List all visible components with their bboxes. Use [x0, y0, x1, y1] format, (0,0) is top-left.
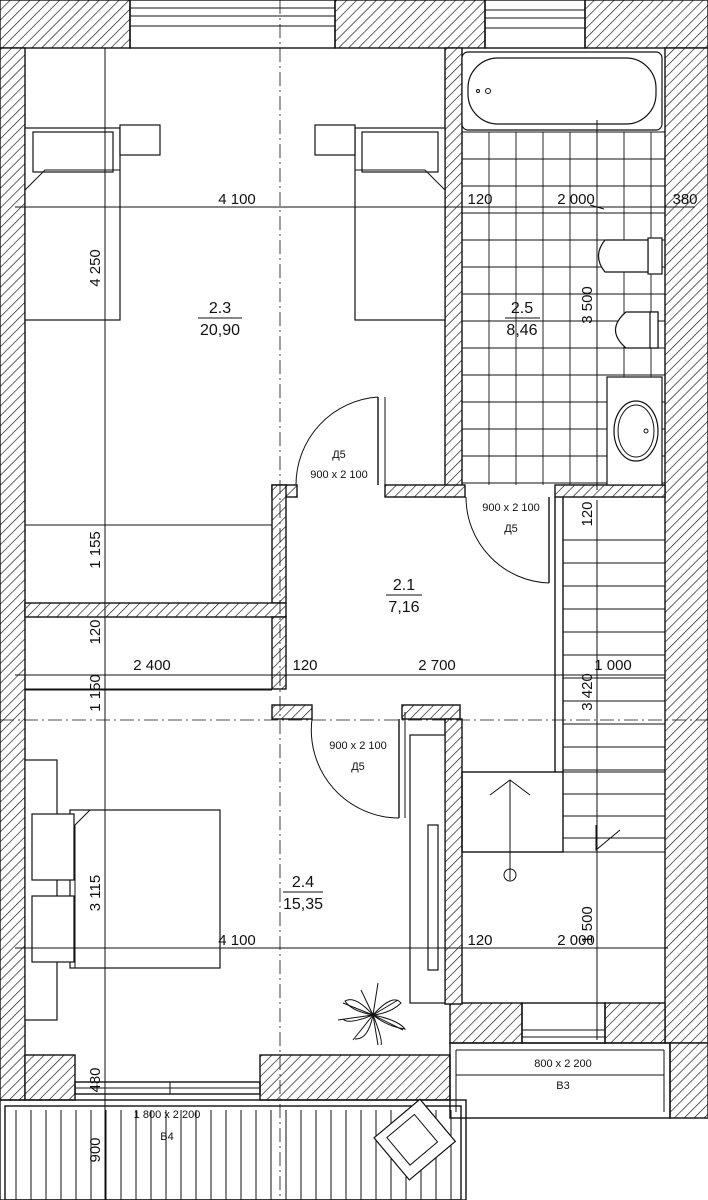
opening-b3-code: В3 [556, 1080, 569, 1092]
door-labels: Д5 900 x 2 100 900 x 2 100 Д5 900 x 2 10… [134, 449, 592, 1143]
dim-top-width-right: 2 000 [557, 191, 595, 208]
room-2-3-area: 20,90 [200, 322, 240, 339]
bedroom-2-4-furniture [24, 734, 446, 1046]
opening-b3-size: 800 x 2 200 [534, 1058, 592, 1070]
dim-hall-width: 2 700 [418, 657, 456, 674]
dim-hall-depth: 3 420 [579, 673, 596, 711]
dim-top-width-left: 4 100 [218, 191, 256, 208]
dim-bath-depth: 3 500 [579, 286, 596, 324]
plant-icon [337, 982, 407, 1046]
dim-stair-width: 1 000 [594, 657, 632, 674]
dim-top-wall-mid: 120 [467, 191, 492, 208]
dim-stair-top-wall: 120 [579, 501, 596, 526]
dim-closet-width: 2 400 [133, 657, 171, 674]
exterior-walls [0, 0, 708, 1119]
doors [295, 396, 556, 819]
door-1-size: 900 x 2 100 [310, 469, 368, 481]
dim-corridor-left-depth: 1 155 [87, 531, 104, 569]
door-3-size: 900 x 2 100 [329, 740, 387, 752]
room-labels: 2.3 20,90 2.5 8,46 2.1 7,16 2.4 15,35 [198, 300, 540, 913]
dim-closet-depth: 1 150 [87, 674, 104, 712]
room-2-4-area: 15,35 [283, 896, 323, 913]
room-2-1-number: 2.1 [393, 577, 415, 594]
dim-hall-wall: 120 [292, 657, 317, 674]
dim-wall-480: 480 [87, 1067, 104, 1092]
top-windows [129, 0, 586, 49]
door-1-code: Д5 [332, 449, 346, 461]
balcony-lower [0, 1081, 467, 1200]
dim-stair-lower-depth: 1 500 [579, 906, 596, 944]
balcony-upper [449, 1002, 671, 1119]
dim-bottom-width-left: 4 100 [218, 932, 256, 949]
dim-bottom-width-right: 2 000 [557, 932, 595, 949]
opening-b4-size: 1 800 x 2 200 [134, 1109, 201, 1121]
room-2-4-number: 2.4 [292, 874, 314, 891]
dim-bedroom-depth: 4 250 [87, 249, 104, 287]
dim-bedroom2-depth: 3 115 [87, 875, 104, 911]
room-2-5-number: 2.5 [511, 300, 533, 317]
room-2-1-area: 7,16 [388, 599, 419, 616]
opening-b4-code: В4 [160, 1131, 173, 1143]
dimension-lines [15, 48, 695, 1200]
room-2-3-number: 2.3 [209, 300, 231, 317]
room-2-5-area: 8,46 [506, 322, 537, 339]
dim-balcony-depth: 900 [87, 1137, 104, 1162]
door-2-code: Д5 [504, 523, 518, 535]
dim-bottom-wall-mid: 120 [467, 932, 492, 949]
dim-wall-120-left: 120 [87, 619, 104, 644]
bathroom-2-5 [461, 51, 665, 486]
bedroom-2-3-furniture [24, 124, 446, 691]
door-3-code: Д5 [351, 761, 365, 773]
dimension-labels: 4 100 120 2 000 380 4 250 3 500 1 155 12… [87, 191, 698, 1163]
dim-top-wall-right: 380 [672, 191, 697, 208]
door-2-size: 900 x 2 100 [482, 502, 540, 514]
staircase [461, 539, 665, 882]
